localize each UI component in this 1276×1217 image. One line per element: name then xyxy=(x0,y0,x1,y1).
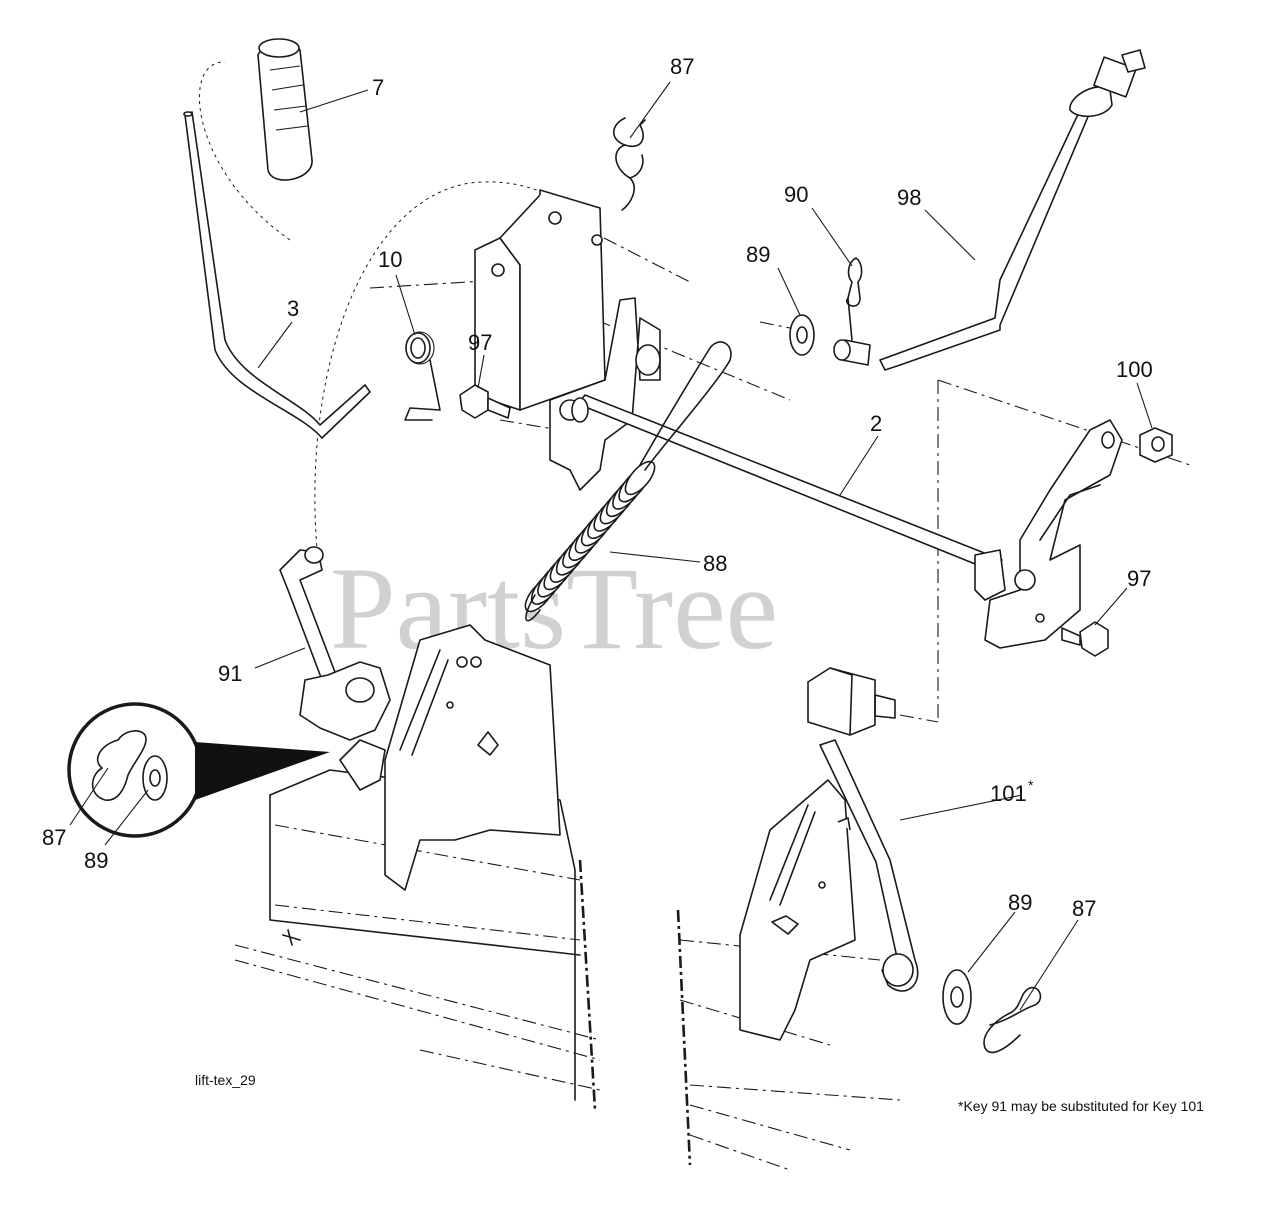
callout-98: 98 xyxy=(897,185,921,210)
torsion-spring-part-10 xyxy=(404,331,441,421)
hairpin-part-90 xyxy=(845,257,863,341)
spring-end-hook xyxy=(525,594,541,622)
bolt-part-97-right xyxy=(1061,621,1109,657)
callout-90: 90 xyxy=(784,182,808,207)
callout-89-right: 89 xyxy=(1008,890,1032,915)
callout-97-left: 97 xyxy=(468,330,492,355)
callout-10: 10 xyxy=(378,247,402,272)
footnote: *Key 91 may be substituted for Key 101 xyxy=(958,1098,1204,1114)
lift-link-part-91 xyxy=(279,546,391,791)
right-lift-arm xyxy=(974,419,1123,649)
hairpin-part-87-top xyxy=(612,117,646,211)
bolt-part-97-left xyxy=(459,384,511,419)
drawing-id: lift-tex_29 xyxy=(195,1072,256,1088)
mounting-bracket xyxy=(474,189,606,411)
extension-spring-part-88 xyxy=(524,460,656,613)
handle-grip-part-7 xyxy=(257,38,313,181)
callout-101-asterisk: * xyxy=(1028,777,1034,793)
spring-coil xyxy=(624,460,656,496)
right-deck-bracket xyxy=(739,779,856,1041)
callout-89-top: 89 xyxy=(746,242,770,267)
mower-deck-left xyxy=(234,769,601,1111)
callout-87-left: 87 xyxy=(42,825,66,850)
hairpin-part-87-right xyxy=(983,986,1042,1054)
washer-part-89-top xyxy=(789,314,815,356)
callout-100: 100 xyxy=(1116,357,1153,382)
callout-88: 88 xyxy=(703,551,727,576)
callout-87-right: 87 xyxy=(1072,896,1096,921)
detail-inset xyxy=(67,702,330,838)
left-deck-bracket xyxy=(384,624,561,891)
callout-7: 7 xyxy=(372,75,384,100)
callout-3: 3 xyxy=(287,296,299,321)
callout-97-right: 97 xyxy=(1127,566,1151,591)
callout-87-top: 87 xyxy=(670,54,694,79)
lift-link-part-98 xyxy=(833,49,1146,371)
lift-handle-part-3 xyxy=(183,111,371,439)
callout-89-left: 89 xyxy=(84,848,108,873)
callout-91: 91 xyxy=(218,661,242,686)
lift-link-part-101 xyxy=(807,667,919,992)
callout-2: 2 xyxy=(870,411,882,436)
spring-hook xyxy=(639,341,732,471)
washer-part-89-right xyxy=(942,969,972,1025)
callout-labels: 7 87 90 98 89 10 3 97 100 2 88 97 91 101… xyxy=(42,54,1153,921)
callout-101: 101 xyxy=(990,781,1027,806)
nut-part-100 xyxy=(1139,427,1173,463)
leader-lines xyxy=(69,81,1153,1011)
